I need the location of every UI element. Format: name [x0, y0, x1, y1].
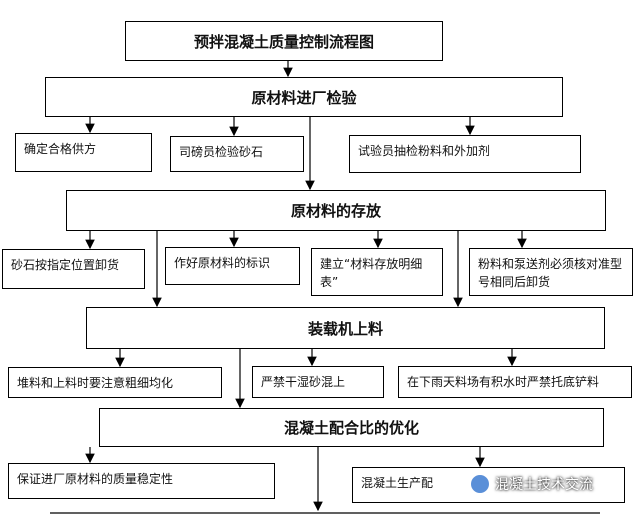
watermark-text: 混凝土技术交流: [495, 477, 593, 493]
step-verify-powder-model: 粉料和泵送剂必须核对准型号相同后卸货: [469, 248, 633, 296]
section-raw-material-storage: 原材料的存放: [66, 190, 606, 231]
chat-bubble-icon: [470, 474, 490, 494]
step-homogenize-fine-coarse: 堆料和上料时要注意粗细均化: [8, 367, 222, 398]
flowchart-title-text: 预拌混凝土质量控制流程图: [193, 32, 374, 51]
step-unload-gravel: 砂石按指定位置卸货: [2, 249, 145, 289]
section-raw-material-inspection: 原材料进厂检验: [45, 77, 563, 117]
step-no-bottom-scooping-rain: 在下雨天料场有积水时严禁托底铲料: [398, 366, 632, 398]
section-heading: 装载机上料: [307, 319, 383, 338]
step-stable-raw-material-quality: 保证进厂原材料的质量稳定性: [8, 463, 275, 499]
section-heading: 混凝土配合比的优化: [283, 419, 419, 437]
step-no-mixing-dry-wet: 严禁干湿砂混上: [252, 366, 384, 398]
watermark: 混凝土技术交流: [470, 474, 593, 494]
flowchart-title: 预拌混凝土质量控制流程图: [125, 21, 443, 61]
step-qualified-supplier: 确定合格供方: [15, 133, 152, 172]
step-storage-ledger: 建立“材料存放明细表”: [311, 248, 443, 296]
step-material-labeling: 作好原材料的标识: [165, 247, 300, 285]
step-sampling-powder-admixture: 试验员抽检粉料和外加剂: [349, 135, 581, 173]
section-mix-optimization: 混凝土配合比的优化: [99, 408, 604, 447]
section-heading: 原材料进厂检验: [251, 88, 357, 107]
section-loader-feeding: 装载机上料: [86, 307, 605, 349]
step-weigher-inspects-aggregate: 司磅员检验砂石: [170, 136, 304, 172]
section-heading: 原材料的存放: [290, 202, 381, 220]
